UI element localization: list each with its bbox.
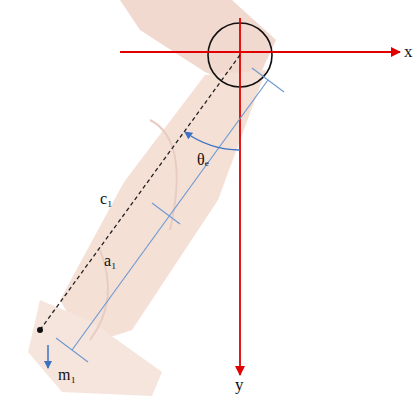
length-label: a₁	[104, 252, 117, 270]
length-label: c₁	[100, 190, 113, 208]
axis-label: x	[404, 43, 413, 62]
angle-label: θₑ	[197, 151, 209, 169]
axis-label: y	[235, 376, 244, 395]
mass-label: m₁	[58, 366, 76, 384]
